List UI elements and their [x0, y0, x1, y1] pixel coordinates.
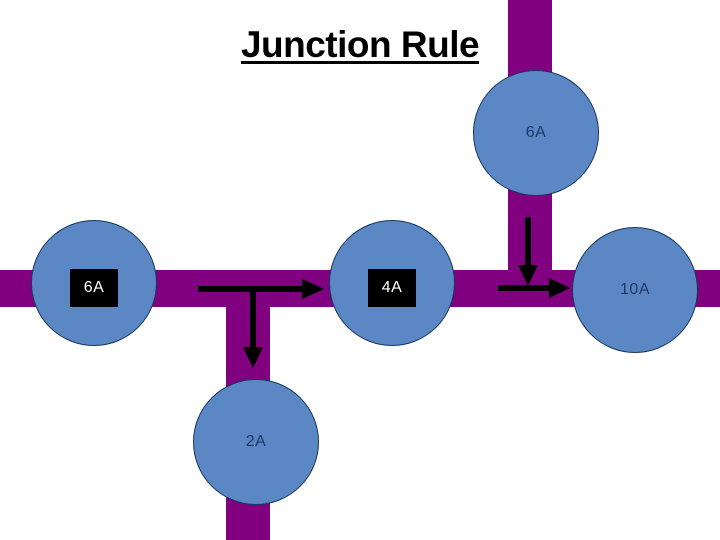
junction-node-bottom: 2A — [193, 379, 319, 505]
junction-node-right: 10A — [572, 227, 698, 353]
junction-node-top: 6A — [473, 70, 599, 196]
current-label-bottom: 2A — [245, 433, 267, 450]
slide-title: Junction Rule — [240, 24, 480, 65]
junction-node-left: 6A — [31, 220, 157, 346]
current-label-top: 6A — [525, 124, 547, 141]
current-label-box-middle: 4A — [368, 269, 416, 307]
current-label-box-left: 6A — [70, 269, 118, 307]
current-label-right: 10A — [620, 281, 650, 298]
junction-node-middle: 4A — [329, 220, 455, 346]
